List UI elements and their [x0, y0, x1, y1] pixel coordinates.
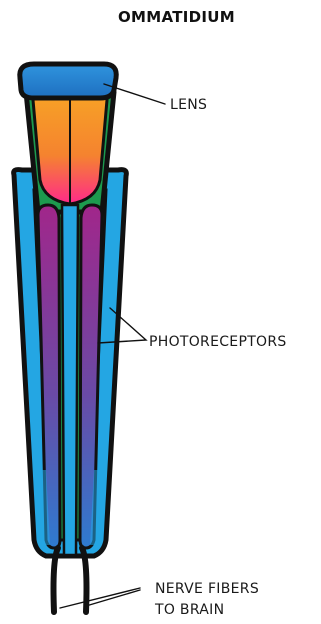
- photoreceptors-label: PHOTORECEPTORS: [149, 334, 287, 350]
- nerve-leader-lower: [86, 590, 140, 606]
- lens-label: LENS: [170, 97, 207, 113]
- lens: [20, 64, 116, 98]
- rhabdom: [62, 205, 78, 555]
- nerve-fiber-left: [54, 548, 59, 612]
- to-brain-label: TO BRAIN: [154, 602, 224, 618]
- nerve-leader-upper: [60, 588, 140, 608]
- nerve-fibers-label: NERVE FIBERS: [155, 581, 259, 597]
- diagram-title: OMMATIDIUM: [118, 8, 235, 26]
